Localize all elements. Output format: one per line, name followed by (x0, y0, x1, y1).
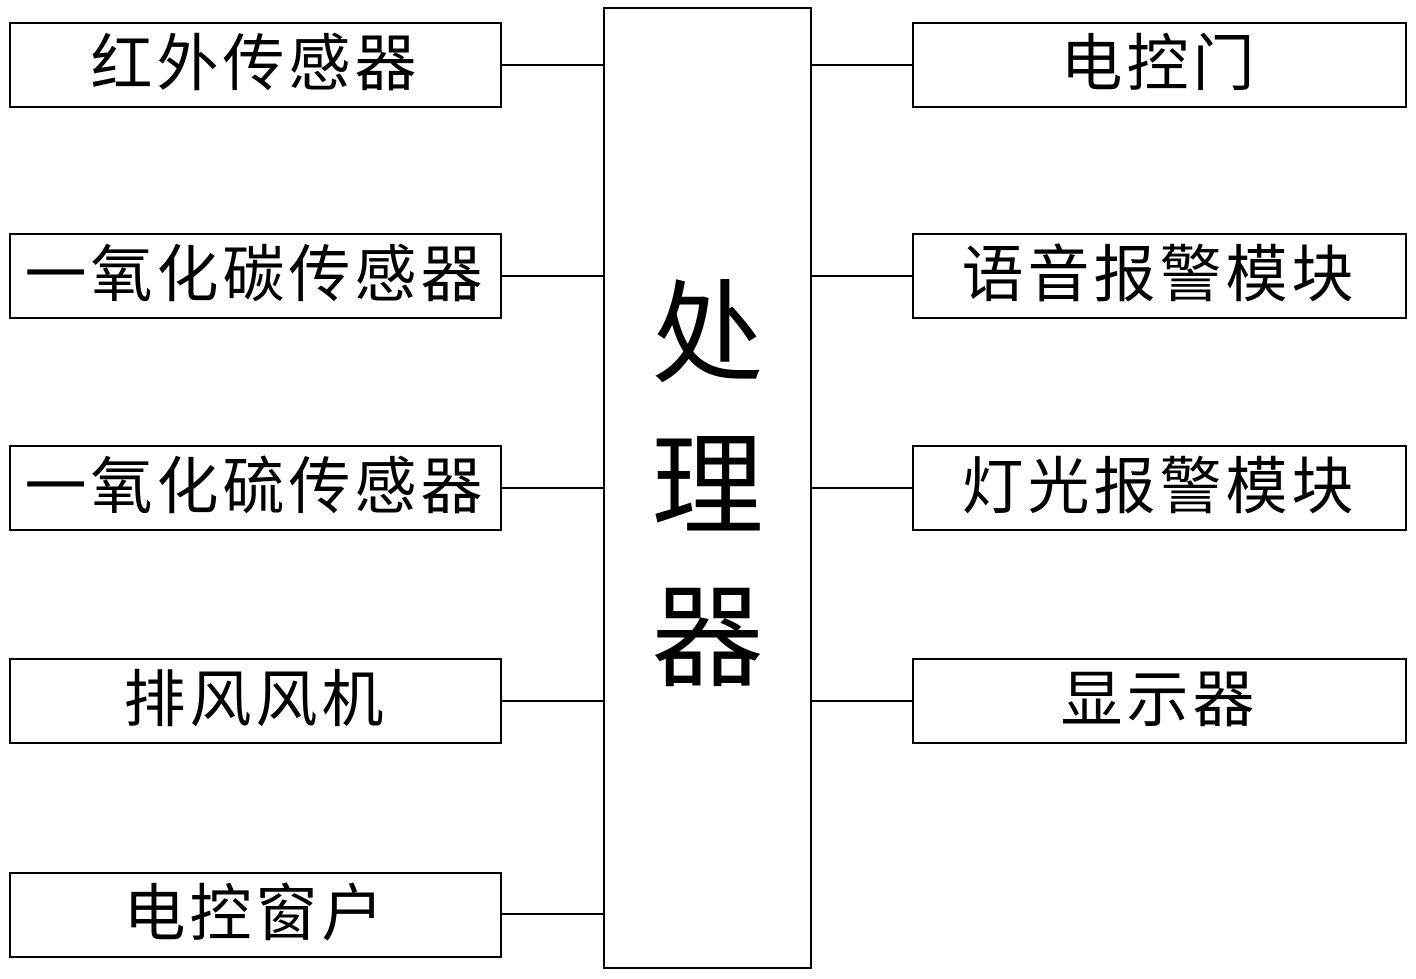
processor-label-char: 器 (651, 578, 764, 702)
node-light-alarm-module: 灯光报警模块 (912, 445, 1407, 531)
node-label: 红外传感器 (90, 31, 421, 99)
node-label: 显示器 (1060, 667, 1259, 735)
node-processor: 处 理 器 (603, 7, 812, 969)
node-voice-alarm-module: 语音报警模块 (912, 233, 1407, 319)
node-electric-door: 电控门 (912, 22, 1407, 108)
node-label: 语音报警模块 (961, 242, 1358, 310)
connector-exhaust-fan-to-processor (502, 700, 603, 702)
connector-processor-to-voice-alarm (812, 275, 912, 277)
connector-sulfur-monoxide-to-processor (502, 487, 603, 489)
node-infrared-sensor: 红外传感器 (9, 22, 502, 108)
connector-infrared-to-processor (502, 64, 603, 66)
node-label: 电控门 (1060, 31, 1259, 99)
node-label: 排风风机 (123, 667, 388, 735)
node-exhaust-fan: 排风风机 (9, 658, 502, 744)
node-label: 灯光报警模块 (961, 454, 1358, 522)
node-label: 电控窗户 (123, 881, 388, 949)
node-carbon-monoxide-sensor: 一氧化碳传感器 (9, 233, 502, 319)
connector-processor-to-light-alarm (812, 487, 912, 489)
connector-processor-to-display (812, 700, 912, 702)
node-sulfur-monoxide-sensor: 一氧化硫传感器 (9, 445, 502, 531)
node-label: 一氧化硫传感器 (24, 454, 487, 522)
connector-carbon-monoxide-to-processor (502, 275, 603, 277)
connector-electric-window-to-processor (502, 913, 603, 915)
node-label: 一氧化碳传感器 (24, 242, 487, 310)
node-electric-window: 电控窗户 (9, 872, 502, 958)
connector-processor-to-electric-door (812, 64, 912, 66)
processor-label-char: 处 (651, 274, 764, 398)
processor-label-char: 理 (651, 426, 764, 550)
node-display: 显示器 (912, 658, 1407, 744)
